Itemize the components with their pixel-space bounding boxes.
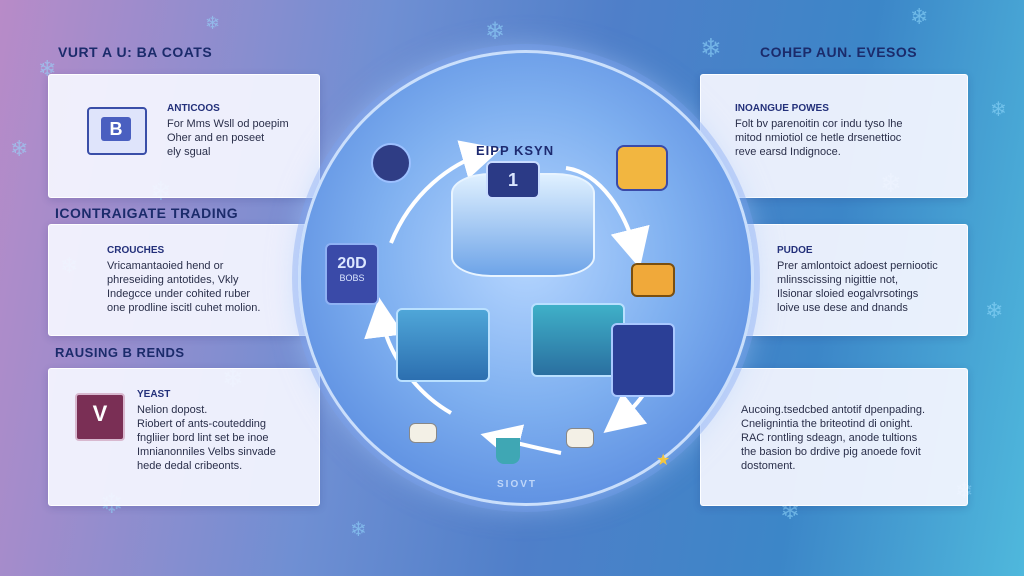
panel-line: Nelion dopost. xyxy=(137,404,208,416)
panel-line: loive use dese and dnands xyxy=(777,302,908,314)
panel-line: fngliier bord lint set be inoe xyxy=(137,432,269,444)
panel-line: the basion bo drdive pig anoede fovit xyxy=(741,446,921,458)
panel-line: Ilsionar sloied eogalvrsotings xyxy=(777,288,919,300)
panel-left-bottom: V YEAST Nelion dopost. Riobert of ants-c… xyxy=(48,368,320,506)
panel-title: PUDOE xyxy=(777,245,813,256)
keyboard-icon: B xyxy=(87,107,147,155)
truck-node xyxy=(631,263,675,297)
panel-title: YEAST xyxy=(137,389,171,400)
ring-label: SIOVT xyxy=(497,479,538,490)
snowflake-icon: ❄ xyxy=(910,4,929,29)
panel-line: Prer amlontoict adoest perniootic xyxy=(777,260,938,272)
workstation-node xyxy=(396,308,490,382)
letter-v-icon: V xyxy=(92,401,108,426)
snowflake-icon: ❄ xyxy=(350,519,367,541)
ticket-node xyxy=(566,428,594,448)
panel-title: INOANGUE POWES xyxy=(735,103,829,114)
panel-line: mitod nmiotiol ce hetle drsenettioc xyxy=(735,132,902,144)
panel-line: Riobert of ants-coutedding xyxy=(137,418,267,430)
panel-body: Prer amlontoict adoest perniootic mlinss… xyxy=(777,259,965,315)
snowflake-icon: ❄ xyxy=(700,33,722,63)
screen-node xyxy=(611,323,675,397)
panel-line: hede dedal cribeonts. xyxy=(137,460,243,472)
panel-right-bottom: Aucoing.tsedcbed antotif dpenpading. Cne… xyxy=(700,368,968,506)
section-title-bottom-left: RAUSING B RENDS xyxy=(55,345,185,360)
bucket-node xyxy=(496,438,520,464)
card-node xyxy=(409,423,437,443)
diagram-title: EIPP KSYN xyxy=(476,143,555,158)
arrow-top-right xyxy=(565,166,650,269)
panel-line: RAC rontling sdeagn, anode tultions xyxy=(741,432,918,444)
panel-body: Folt bv parenoitin cor indu tyso lhe mit… xyxy=(735,117,963,159)
book-icon: V xyxy=(75,393,125,441)
snowflake-icon: ❄ xyxy=(485,18,506,45)
snowflake-icon: ❄ xyxy=(205,13,221,33)
arrow-top-left xyxy=(389,140,502,244)
panel-line: Aucoing.tsedcbed antotif dpenpading. xyxy=(741,404,926,416)
panel-line: ely sgual xyxy=(167,146,211,158)
key-icon: B xyxy=(101,117,131,141)
section-title-top-right: COHEP AUN. EVESOS xyxy=(760,44,918,60)
robot-node xyxy=(371,143,411,183)
section-title-top-left: VURT A U: BA COATS xyxy=(58,44,213,60)
panel-line: Vricamantaoied hend or xyxy=(107,260,224,272)
panel-line: Indegcce under cohited ruber xyxy=(107,288,251,300)
panel-line: mlinsscissing nigittie not, xyxy=(777,274,899,286)
panel-line: For Mms Wsll od poepim xyxy=(167,118,289,130)
snowflake-icon: ❄ xyxy=(10,136,29,161)
snowflake-icon: ❄ xyxy=(985,298,1004,323)
panel-body: For Mms Wsll od poepim Oher and en posee… xyxy=(167,117,312,159)
monitor-node: 1 xyxy=(486,161,540,199)
snowflake-icon: ❄ xyxy=(990,99,1007,121)
panel-title: ANTICOOS xyxy=(167,103,220,114)
section-title-mid-left: ICONTRAIGATE TRADING xyxy=(55,205,239,221)
data-tile-node: 20D BOBS xyxy=(325,243,379,305)
panel-line: one prodline iscitl cuhet molion. xyxy=(107,302,261,314)
tile-label: BOBS xyxy=(339,273,365,283)
shopping-cart-node xyxy=(616,145,668,191)
panel-left-mid: CROUCHES Vricamantaoied hend or phreseid… xyxy=(48,224,320,336)
panel-title: CROUCHES xyxy=(107,245,165,256)
panel-body: Vricamantaoied hend or phreseiding antot… xyxy=(107,259,317,315)
panel-line: Oher and en poseet xyxy=(167,132,265,144)
star-icon: ★ xyxy=(656,452,671,469)
trading-desk-node xyxy=(531,303,625,377)
central-cycle-diagram: EIPP KSYN 1 20D BOBS SIOVT xyxy=(298,50,754,506)
panel-line: Cnelignintia the briteotind di onight. xyxy=(741,418,913,430)
panel-line: reve earsd Indignoce. xyxy=(735,146,841,158)
panel-line: dostoment. xyxy=(741,460,796,472)
panel-body: Aucoing.tsedcbed antotif dpenpading. Cne… xyxy=(741,403,963,473)
tile-number: 20D xyxy=(337,255,367,272)
panel-left-top: B ANTICOOS For Mms Wsll od poepim Oher a… xyxy=(48,74,320,198)
panel-line: Folt bv parenoitin cor indu tyso lhe xyxy=(735,118,903,130)
panel-line: phreseiding antotides, Vkly xyxy=(107,274,239,286)
panel-body: Nelion dopost. Riobert of ants-couteddin… xyxy=(137,403,315,473)
panel-line: Imnianonniles Velbs sinvade xyxy=(137,446,276,458)
panel-right-top: INOANGUE POWES Folt bv parenoitin cor in… xyxy=(700,74,968,198)
